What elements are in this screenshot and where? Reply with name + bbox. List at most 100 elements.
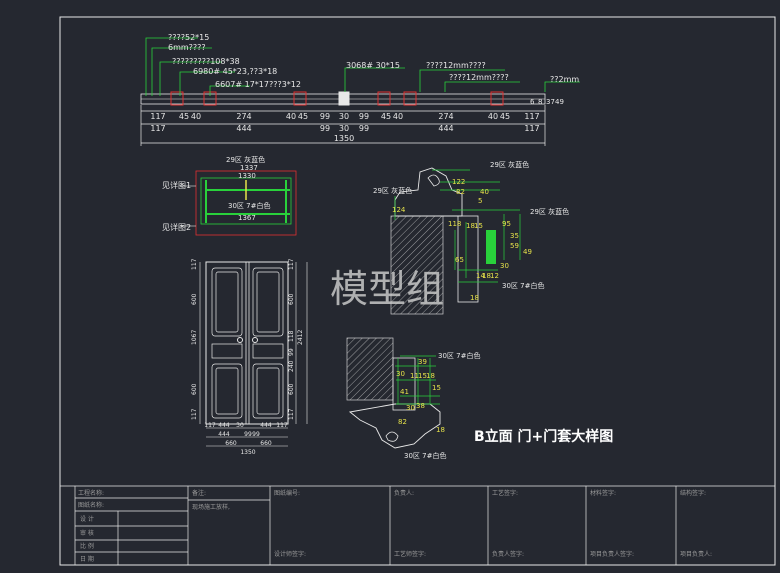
- section1-dim: 59: [510, 242, 519, 250]
- plan-inner-label: 30区 7#白色: [228, 201, 270, 210]
- section2-dim: 15: [418, 372, 427, 380]
- section1-dim: 12: [490, 272, 499, 280]
- dim-row1: 40: [286, 112, 296, 121]
- title-cell: 备注:: [192, 489, 206, 497]
- dim-row1: 99: [359, 112, 369, 121]
- section2-label: 30区 7#白色: [438, 351, 480, 360]
- dim-row2: 444: [236, 124, 251, 133]
- plan-top-label: 29区 灰蓝色: [226, 155, 265, 164]
- title-cell: 工艺师签字:: [394, 550, 426, 558]
- section1-dim: 40: [480, 188, 489, 196]
- dim-row1: 99: [320, 112, 330, 121]
- watermark: 模型组: [330, 267, 444, 311]
- dim-row2: 117: [150, 124, 165, 133]
- section1-label: 30区 7#白色: [502, 281, 544, 290]
- elev-height: 2412: [297, 330, 304, 345]
- elev-right-dim: 600: [288, 293, 295, 305]
- drawing-frame: [59, 16, 776, 566]
- section1-dim: 30: [500, 262, 509, 270]
- elev-bottom-dim: 444: [260, 422, 272, 429]
- plan-detail-view: 29区 灰蓝色 1337 1330 30区 7#白色 1367 见详图1 见详图…: [162, 155, 297, 236]
- section1-dim: 122: [452, 178, 465, 186]
- elev-left-dim: 1067: [191, 330, 198, 345]
- section2-label: 30区 7#白色: [404, 451, 446, 460]
- top-section-view: ????52*15 6mm???? ?????????108*38 6980# …: [140, 33, 580, 146]
- dim-row1: 30: [339, 112, 349, 121]
- top-annotation: ?????????108*38: [172, 57, 240, 66]
- section1-dim: 35: [510, 232, 519, 240]
- top-annotation: ????12mm????: [426, 61, 486, 70]
- dim-row2: 99: [320, 124, 330, 133]
- side-dim: 6: [530, 98, 535, 106]
- title-cell: 比 例: [80, 542, 94, 550]
- title-cell: 项目负责人签字:: [590, 550, 634, 558]
- dim-row1: 274: [438, 112, 453, 121]
- section1-dim: 15: [474, 222, 483, 230]
- top-annotation: 6980# 45*23,??3*18: [193, 67, 277, 76]
- section1-dim: 14: [476, 272, 485, 280]
- section2-dim: 18: [426, 372, 435, 380]
- section1-dim: 18: [470, 294, 479, 302]
- dim-row1: 45: [381, 112, 391, 121]
- elev-right-dim: 117: [288, 258, 295, 270]
- elev-bottom-dim: 99: [252, 431, 260, 438]
- dim-row1: 274: [236, 112, 251, 121]
- top-annotation: 6607# 17*17???3*12: [215, 80, 301, 89]
- elev-total: 1350: [240, 449, 255, 456]
- title-block: 工程名称: 图纸名称: 设 计 审 核 比 例 日 期 备注: 现场施工放样, …: [60, 485, 775, 565]
- dim-row1: 40: [393, 112, 403, 121]
- top-annotation: ??2mm: [550, 75, 579, 84]
- elev-bottom-dim: 117: [204, 422, 216, 429]
- dim-row1: 40: [191, 112, 201, 121]
- elev-bottom-dim: 444: [218, 422, 230, 429]
- plan-dim: 1330: [238, 172, 256, 180]
- title-cell: 设计师签字:: [274, 550, 306, 558]
- section2-dim: 30: [406, 404, 415, 412]
- title-cell: 日 期: [80, 555, 94, 563]
- elev-bottom-dim: 117: [276, 422, 288, 429]
- section-detail-2: 30区 7#白色 30区 7#白色 39 15 18 30 11 15 41 3…: [346, 337, 480, 460]
- elev-left-dim: 117: [191, 408, 198, 420]
- elev-right-dim: 118: [288, 330, 295, 342]
- title-cell: 负责人:: [394, 489, 414, 497]
- elev-right-dim: 117: [288, 408, 295, 420]
- side-dim: 8: [538, 98, 542, 106]
- top-annotation: 3068# 30*15: [346, 61, 400, 70]
- section2-dim: 15: [432, 384, 441, 392]
- elev-bottom-dim: 30: [236, 422, 244, 429]
- section1-label: 29区 灰蓝色: [490, 160, 529, 169]
- section1-label: 29区 灰蓝色: [373, 186, 412, 195]
- side-dim: 37: [546, 98, 555, 106]
- title-cell: 材料签字:: [590, 489, 616, 497]
- section1-dim: 18: [466, 222, 475, 230]
- section2-dim: 18: [436, 426, 445, 434]
- dim-row1: 45: [179, 112, 189, 121]
- section2-dim: 41: [400, 388, 409, 396]
- section1-dim: 95: [502, 220, 511, 228]
- plan-dim: 1367: [238, 214, 256, 222]
- elev-right-dim: 240: [288, 360, 295, 372]
- section1-dim: 18: [482, 272, 491, 280]
- section1-dim: 124: [392, 206, 406, 214]
- section2-dim: 39: [418, 358, 427, 366]
- dim-row1: 117: [150, 112, 165, 121]
- drawing-title: B立面 门+门套大样图: [474, 428, 613, 445]
- section1-dim: 82: [456, 188, 465, 196]
- elev-bottom-dim: 660: [225, 440, 237, 447]
- top-annotation: ????52*15: [168, 33, 209, 42]
- elev-bottom-dim: 444: [218, 431, 230, 438]
- title-cell: 现场施工放样,: [192, 503, 230, 511]
- elev-left-dim: 600: [191, 383, 198, 395]
- plan-dim: 1337: [240, 164, 258, 172]
- dim-row2: 99: [359, 124, 369, 133]
- top-annotation: ????12mm????: [449, 73, 509, 82]
- elev-bottom-dim: 99: [244, 431, 252, 438]
- door-elevation: 117 444 30 99 99 444 117 444 660 660 135…: [191, 258, 308, 456]
- dim-total: 1350: [334, 134, 354, 143]
- plan-ref2: 见详图2: [162, 222, 191, 232]
- elev-right-dim: 600: [288, 383, 295, 395]
- title-cell: 图纸编号:: [274, 489, 300, 497]
- title-cell: 设 计: [80, 515, 94, 523]
- side-dim: 49: [555, 98, 564, 106]
